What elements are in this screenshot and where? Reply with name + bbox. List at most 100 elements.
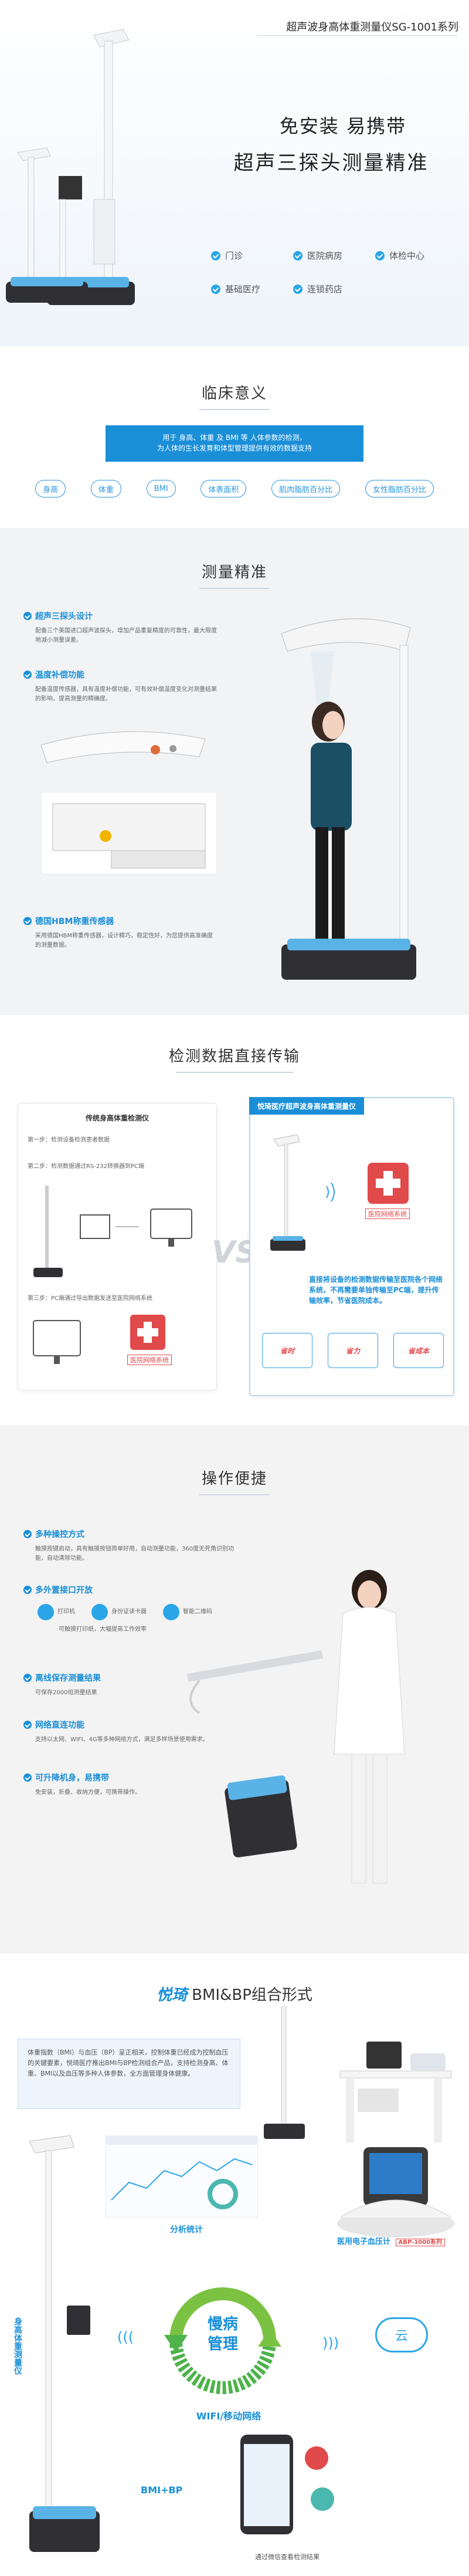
step-3: 第三步：PC端通过导出数据发送至医院网络系统: [28, 1295, 153, 1302]
hospital-label-right: 医院网络系统: [365, 1209, 410, 1219]
printer-icon: [38, 1604, 54, 1620]
check-icon: [23, 1586, 32, 1594]
operation-section: 操作便捷 多种操控方式 触摸按键启动，具有触摸按钮简单好用，自动测量功能，360…: [0, 1426, 469, 1954]
hospital-label-left: 医院网络系统: [127, 1355, 172, 1365]
clinical-title: 临床意义: [201, 385, 267, 402]
yueqi-device-hospital-illustration: [270, 1134, 409, 1251]
accuracy-section: 测量精准 超声三探头设计 配备三个美国进口超声波探头，增加产品重复精度的可靠性，…: [0, 528, 469, 1015]
traditional-device-pc-illustration: [33, 1186, 192, 1277]
stamp-save-cost: 省成本: [393, 1333, 444, 1368]
feature-portable: 可升降机身，易携带: [23, 1772, 176, 1783]
bp-label: 医用电子血压计 ABP-1000系列: [337, 2235, 446, 2246]
dashboard-illustration: [106, 2135, 258, 2218]
feature-portable-desc: 免安装，折叠、收纳方便，可携带操作。: [35, 1789, 141, 1796]
phone-illustration: [240, 2435, 334, 2534]
pc-to-hospital-illustration: [33, 1315, 165, 1364]
feature-controls: 多种操控方式: [23, 1528, 235, 1540]
yueqi-card: 悦琦医疗超声波身高体重测量仪 医院网络系统 直接将设备的检测数据传输至医院各个网…: [249, 1097, 454, 1396]
interface-printer: 打印机: [38, 1604, 75, 1620]
feature-network-desc: 支持以太网、WIFI、4G等多种网络方式，满足多样场景使用需求。: [35, 1736, 209, 1743]
check-icon: [293, 284, 303, 294]
check-icon: [23, 1530, 32, 1538]
combo-desc-box: 体重指数（BMI）与血压（BP）呈正相关，控制体重已经成为控制血压的关键要素，悦…: [18, 2039, 240, 2109]
scene-item: 体检中心: [375, 249, 457, 262]
scene-item: 医院病房: [293, 249, 375, 262]
nurse-and-folded-device-illustration: [186, 1570, 405, 1884]
operation-title: 操作便捷: [201, 1470, 267, 1488]
feature-controls-desc: 触摸按键启动，具有触摸按钮简单好用，自动测量功能，360度无死角识别功能，自动清…: [35, 1546, 235, 1562]
scene-item: 门诊: [211, 249, 293, 262]
traditional-card-title: 传统身高体重检测仪: [85, 1114, 149, 1122]
check-icon: [211, 284, 220, 294]
center-label: 慢病 管理: [207, 2316, 238, 2353]
analysis-label: 分析统计: [170, 2225, 203, 2235]
tag-body-surface: 体表面积: [200, 480, 247, 497]
bp-model: ABP-1000系列: [395, 2239, 446, 2246]
tag-weight: 体重: [90, 480, 121, 497]
feature-temperature-desc: 配备温度传感器，具有温度补偿功能，可有效补偿温度变化对测量结果的影响，提高测量的…: [35, 686, 217, 702]
device-illustration-small: [6, 147, 88, 303]
clinical-section: 临床意义 用于 身高、体重 及 BMI 等 人体参数的检测， 为人体的生长发育和…: [0, 346, 469, 528]
benefit-stamps: 省时 省力 省成本: [262, 1333, 444, 1368]
feature-hbm-sensor: 德国HBM称重传感器: [23, 915, 217, 927]
step-2: 第二步：检测数据通过RS-232转换器到PC端: [28, 1163, 145, 1170]
qr-code-icon: [163, 1604, 179, 1620]
yueqi-desc: 直接将设备的检测数据传输至医院各个网络系统，不再需要单独传输至PC端，提升传输效…: [309, 1275, 443, 1305]
series-title: 超声波身高体重测量仪SG-1001系列: [286, 21, 458, 33]
check-icon: [23, 1674, 32, 1682]
check-icon: [23, 612, 32, 620]
feature-temperature: 温度补偿功能: [23, 669, 217, 681]
check-icon: [211, 251, 220, 260]
scene-list: 门诊 医院病房 体检中心 基础医疗 连锁药店: [211, 249, 457, 295]
transfer-title: 检测数据直接传输: [168, 1048, 300, 1065]
clinical-desc-box: 用于 身高、体重 及 BMI 等 人体参数的检测， 为人体的生长发育和体型管理提…: [106, 425, 363, 462]
feature-offline-storage: 离线保存测量结果: [23, 1672, 235, 1684]
step-1: 第一步：检测设备检测患者数据: [28, 1137, 110, 1143]
tag-female-fat: 女性脂肪百分比: [365, 480, 434, 497]
traditional-card: 传统身高体重检测仪 第一步：检测设备检测患者数据 第二步：检测数据通过RS-23…: [18, 1103, 217, 1390]
tag-bmi: BMI: [146, 480, 176, 497]
bp-monitor-illustration: [337, 2147, 454, 2238]
check-icon: [293, 251, 303, 260]
wifi-icon: ))): [322, 2335, 339, 2351]
feature-network: 网络直连功能: [23, 1719, 235, 1731]
transfer-section: 检测数据直接传输 传统身高体重检测仪 第一步：检测设备检测患者数据 第二步：检测…: [0, 1015, 469, 1426]
chronic-management-cycle: [164, 2287, 281, 2394]
workstation-illustration: [264, 2006, 452, 2142]
feature-ultrasound-desc: 配备三个美国进口超声波探头，增加产品重复精度的可靠性，最大限度地减小测量误差。: [35, 628, 217, 644]
interface-id-reader: 身份证读卡器: [91, 1604, 147, 1620]
tag-height: 身高: [35, 480, 66, 497]
accuracy-title: 测量精准: [201, 564, 267, 581]
clinical-tags: 身高 体重 BMI 体表面积 肌肉脂肪百分比 女性脂肪百分比: [35, 480, 434, 497]
stamp-save-time: 省时: [262, 1333, 312, 1368]
scene-item: 基础医疗: [211, 283, 293, 295]
woman-measuring-illustration: [281, 618, 416, 980]
bmibp-label: BMI+BP: [141, 2484, 183, 2496]
stamp-save-effort: 省力: [328, 1333, 378, 1368]
wifi-icon-left: (((: [117, 2329, 134, 2345]
height-weight-device-illustration: [29, 2135, 100, 2552]
clinical-desc-line-1: 用于 身高、体重 及 BMI 等 人体参数的检测，: [162, 434, 307, 442]
check-icon: [23, 1721, 32, 1729]
tag-muscle-fat: 肌肉脂肪百分比: [271, 480, 341, 497]
check-icon: [23, 671, 32, 679]
vertical-device-label: 身高体重测量仪: [13, 2317, 22, 2375]
load-cell-illustration: [41, 792, 217, 874]
brand-mark: 悦琦: [157, 1986, 188, 2004]
feature-ultrasound: 超声三探头设计: [23, 610, 217, 622]
slogan-line-2: 超声三探头测量精准: [233, 151, 429, 175]
id-card-icon: [91, 1604, 108, 1620]
check-icon: [23, 1773, 32, 1782]
check-icon: [23, 917, 32, 925]
combo-title: BMI&BP组合形式: [192, 1986, 312, 2004]
slogan-line-1: 免安装 易携带: [279, 115, 407, 137]
clinical-desc-line-2: 为人体的生长发育和体型管理提供有效的数据支持: [157, 444, 312, 452]
feature-offline-storage-desc: 可保存2000组测量结果: [35, 1690, 97, 1696]
feature-interfaces-desc: 可触摸打印纸，大幅提高工作效率: [59, 1626, 147, 1633]
cloud-icon: 云: [375, 2317, 428, 2352]
feature-hbm-sensor-desc: 采用德国HBM称重传感器，设计精巧，稳定性好，为您提供高准确度的测量数据。: [35, 933, 213, 949]
interface-qr: 智能二维码: [163, 1604, 212, 1620]
